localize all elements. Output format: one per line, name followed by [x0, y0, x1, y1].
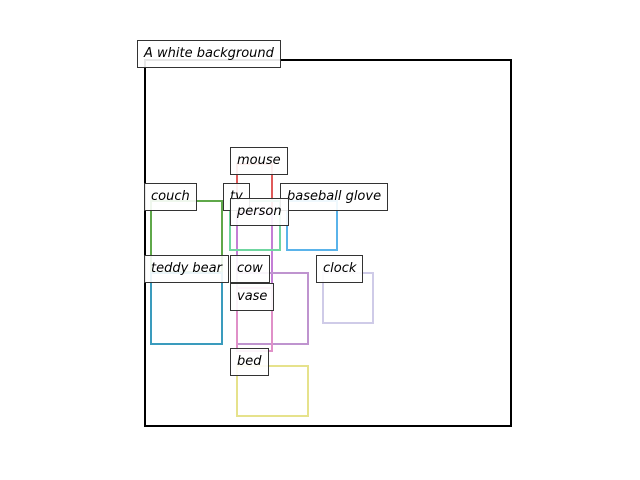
title-label: A white background [137, 40, 281, 68]
cow-label: cow [230, 255, 270, 283]
teddy-bear-label: teddy bear [144, 255, 229, 283]
couch-label: couch [144, 183, 197, 211]
bed-box [236, 365, 309, 417]
baseball-glove-label: baseball glove [280, 183, 389, 211]
clock-label: clock [316, 255, 364, 283]
bed-label: bed [230, 348, 269, 376]
mouse-label: mouse [230, 147, 288, 175]
scene-frame [144, 59, 512, 427]
vase-label: vase [230, 283, 275, 311]
person-label: person [230, 198, 289, 226]
